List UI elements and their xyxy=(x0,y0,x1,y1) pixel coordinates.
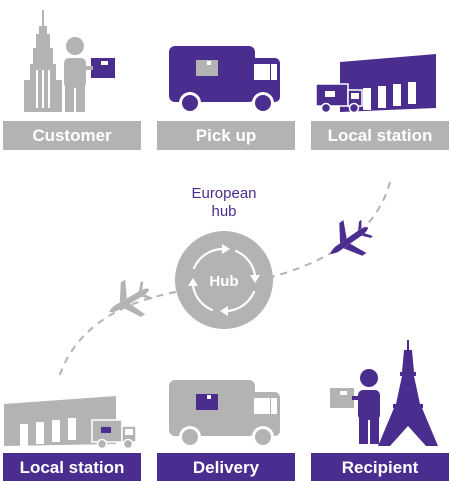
recipient-with-eiffel-tower-icon xyxy=(330,340,438,446)
local-station-top-label-bar xyxy=(311,121,449,150)
customer-label: Customer xyxy=(32,126,112,145)
delivery-truck-icon xyxy=(169,46,280,114)
hub-caption-line2: hub xyxy=(211,203,236,220)
delivery-label: Delivery xyxy=(193,458,260,477)
local-station-top-label: Local station xyxy=(328,126,433,145)
recipient-label-bar xyxy=(311,453,449,481)
customer-with-skyscraper-icon xyxy=(24,10,115,112)
hub-center-label: Hub xyxy=(209,273,238,290)
local-station-bottom-label: Local station xyxy=(20,458,125,477)
delivery-truck-icon xyxy=(169,380,280,448)
customer-label-bar xyxy=(3,121,141,150)
warehouse-with-van-icon xyxy=(315,54,436,114)
local-station-bottom-label-bar xyxy=(3,453,141,481)
airplane-icon xyxy=(109,279,154,317)
pickup-label: Pick up xyxy=(196,126,256,145)
warehouse-with-van-icon xyxy=(4,396,137,450)
pickup-label-bar xyxy=(157,121,295,150)
recipient-label: Recipient xyxy=(342,458,419,477)
circular-arrows-icon xyxy=(175,231,273,329)
delivery-label-bar xyxy=(157,453,295,481)
hub-caption-line1: European xyxy=(191,185,256,202)
airplane-icon xyxy=(330,219,373,256)
inbound-flight-path xyxy=(267,181,391,279)
outbound-flight-path xyxy=(57,291,177,381)
